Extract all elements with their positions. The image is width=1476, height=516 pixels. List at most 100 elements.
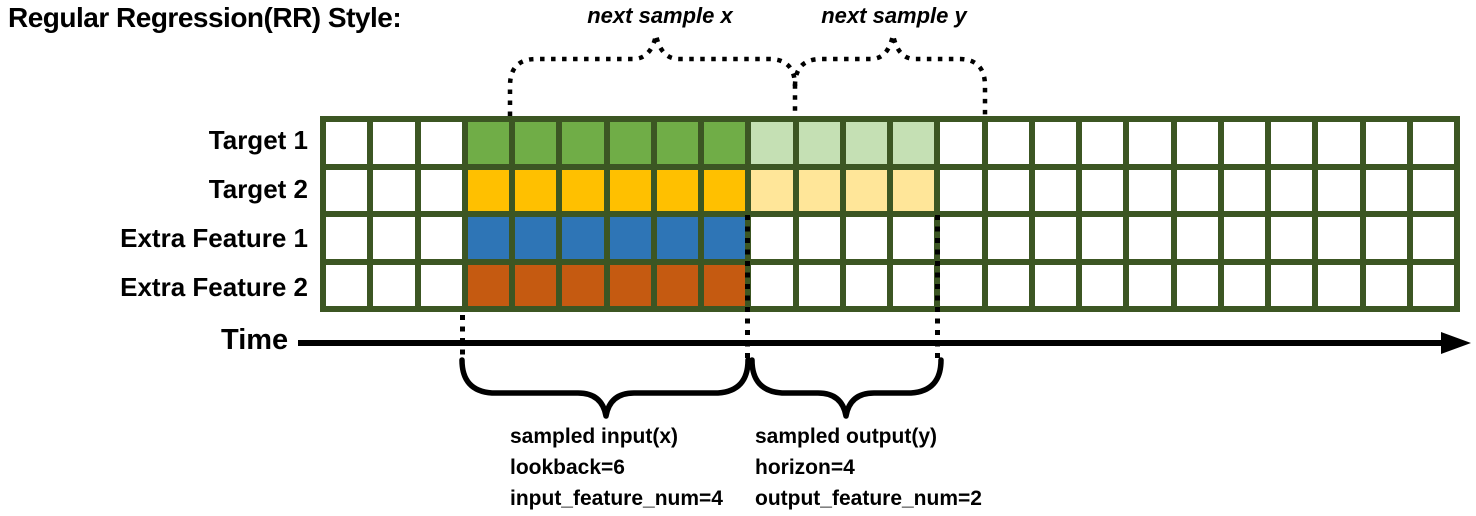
- grid-cell: [845, 122, 887, 164]
- grid-cell: [1176, 122, 1218, 164]
- grid-cell: [1082, 169, 1124, 211]
- grid-cell: [1176, 217, 1218, 259]
- grid-cell: [515, 122, 557, 164]
- grid-cell: [1318, 122, 1360, 164]
- grid-cell: [1082, 217, 1124, 259]
- annotation-line: input_feature_num=4: [510, 487, 723, 510]
- annotation-line: horizon=4: [755, 456, 855, 479]
- time-arrow-head: [1441, 332, 1471, 354]
- annotation-line: lookback=6: [510, 456, 625, 479]
- grid-cell: [467, 217, 509, 259]
- row-label: Extra Feature 2: [120, 272, 308, 302]
- grid-cell: [987, 264, 1029, 306]
- grid-cell: [893, 264, 935, 306]
- grid-cell: [1129, 169, 1171, 211]
- grid-cell: [1365, 217, 1407, 259]
- grid-cell: [987, 217, 1029, 259]
- grid-cell: [656, 122, 698, 164]
- grid-cell: [1082, 264, 1124, 306]
- time-axis-label: Time: [221, 324, 289, 356]
- sampled-input-underbrace: [459, 357, 751, 419]
- grid-cell: [940, 264, 982, 306]
- grid-cell: [1412, 264, 1454, 306]
- grid-cell: [562, 217, 604, 259]
- grid-cell: [1034, 169, 1076, 211]
- row-label: Target 1: [208, 125, 308, 155]
- grid-cell: [704, 122, 746, 164]
- grid-cell: [1129, 122, 1171, 164]
- timeseries-cell-grid: [320, 116, 1460, 312]
- grid-cell: [704, 217, 746, 259]
- grid-cell: [845, 169, 887, 211]
- next-sample-x-brace: [507, 34, 798, 116]
- grid-cell: [798, 217, 840, 259]
- grid-cell: [562, 169, 604, 211]
- grid-cell: [940, 217, 982, 259]
- page-title: Regular Regression(RR) Style:: [8, 2, 402, 33]
- grid-cell: [373, 122, 415, 164]
- grid-cell: [1318, 264, 1360, 306]
- grid-cell: [326, 169, 368, 211]
- grid-cell: [893, 122, 935, 164]
- grid-cell: [798, 122, 840, 164]
- row-labels: Target 1 Target 2 Extra Feature 1 Extra Fea…: [0, 116, 308, 312]
- grid-cell: [1365, 264, 1407, 306]
- annotation-line: sampled input(x): [510, 425, 679, 448]
- grid-cell: [1412, 122, 1454, 164]
- grid-cell: [515, 217, 557, 259]
- grid-cell: [751, 217, 793, 259]
- grid-cell: [1412, 169, 1454, 211]
- grid-cell: [609, 264, 651, 306]
- grid-cell: [562, 264, 604, 306]
- grid-cell: [704, 264, 746, 306]
- grid-cell: [1129, 217, 1171, 259]
- grid-cell: [420, 169, 462, 211]
- grid-cell: [798, 264, 840, 306]
- grid-cell: [893, 217, 935, 259]
- grid-cell: [1271, 264, 1313, 306]
- grid-cell: [940, 169, 982, 211]
- grid-cell: [656, 217, 698, 259]
- grid-cell: [420, 217, 462, 259]
- grid-cell: [420, 264, 462, 306]
- grid-cell: [373, 169, 415, 211]
- grid-cell: [845, 264, 887, 306]
- next-sample-y-brace: [792, 34, 988, 116]
- grid-cell: [609, 122, 651, 164]
- grid-cell: [467, 264, 509, 306]
- grid-cell: [1412, 217, 1454, 259]
- grid-cell: [987, 122, 1029, 164]
- grid-cell: [893, 169, 935, 211]
- grid-cell: [1176, 169, 1218, 211]
- grid-cell: [515, 169, 557, 211]
- grid-cell: [467, 122, 509, 164]
- grid-cell: [1318, 169, 1360, 211]
- grid-cell: [751, 264, 793, 306]
- grid-cell: [845, 217, 887, 259]
- grid-cell: [1365, 169, 1407, 211]
- grid-cell: [1271, 217, 1313, 259]
- row-label: Extra Feature 1: [120, 223, 308, 253]
- sampled-output-underbrace: [749, 357, 944, 419]
- grid-cell: [751, 122, 793, 164]
- grid-cell: [1365, 122, 1407, 164]
- grid-cell: [1082, 122, 1124, 164]
- grid-cell: [656, 264, 698, 306]
- grid-cell: [1034, 122, 1076, 164]
- grid-cell: [326, 217, 368, 259]
- grid-cell: [609, 217, 651, 259]
- grid-cell: [1034, 217, 1076, 259]
- grid-cell: [373, 264, 415, 306]
- grid-cell: [1223, 122, 1265, 164]
- grid-cell: [467, 169, 509, 211]
- grid-cell: [420, 122, 462, 164]
- grid-cell: [704, 169, 746, 211]
- grid-cell: [751, 169, 793, 211]
- sampled-input-annotation: sampled input(x) lookback=6 input_feature_…: [510, 421, 723, 514]
- grid-cell: [1223, 264, 1265, 306]
- grid-cell: [326, 122, 368, 164]
- row-label: Target 2: [208, 174, 308, 204]
- grid-cell: [1176, 264, 1218, 306]
